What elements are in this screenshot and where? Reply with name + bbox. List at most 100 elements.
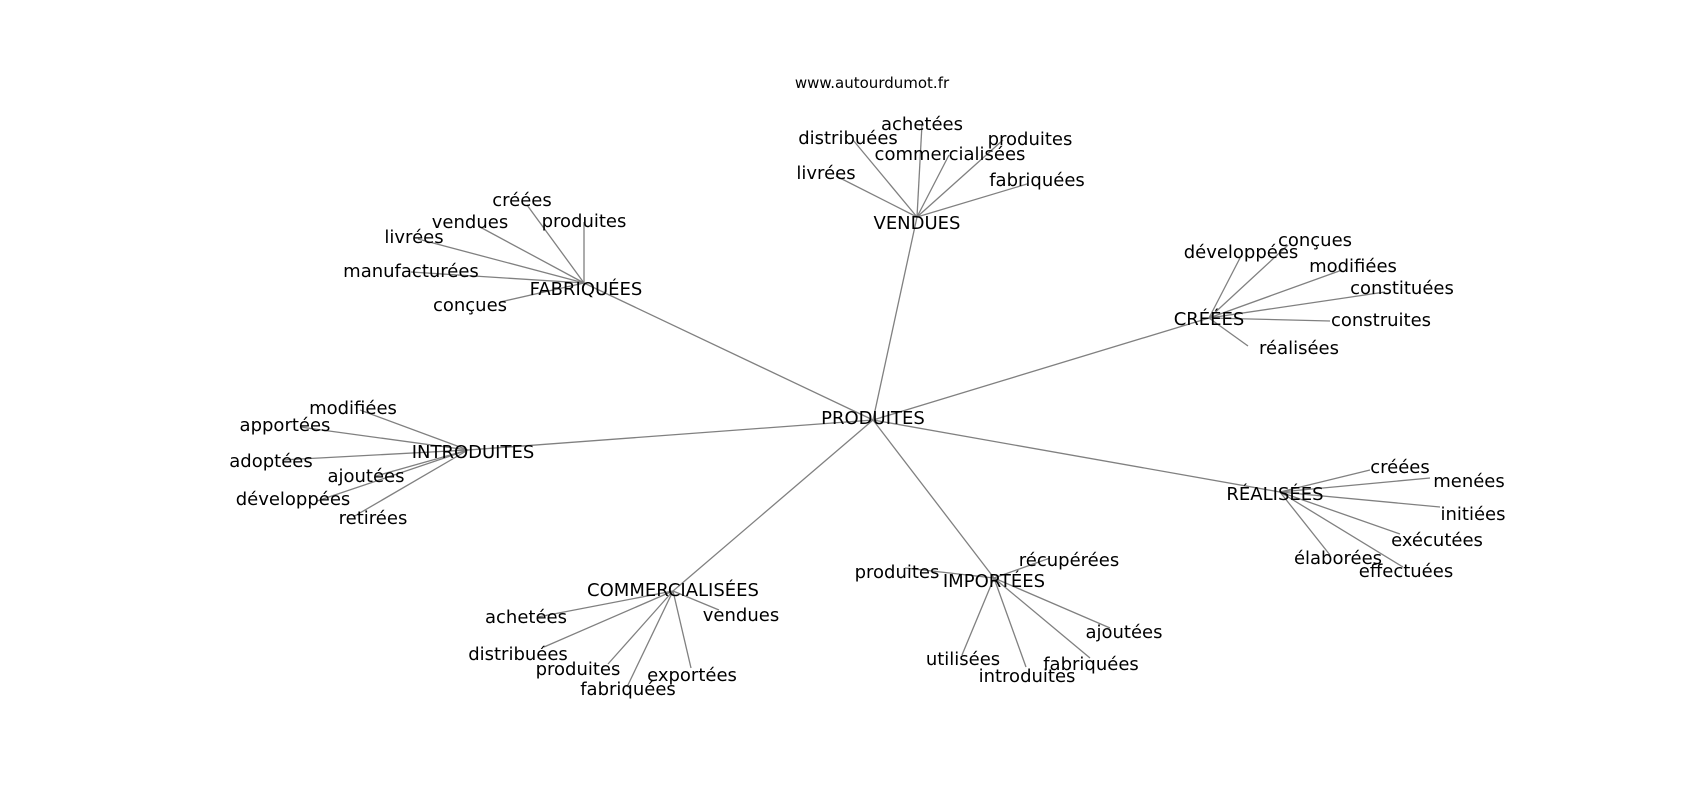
edge-introduites-leaf [375,449,469,477]
edge-creees-leaf [1208,317,1331,322]
leaf-word[interactable]: achetées [485,607,567,628]
leaf-word[interactable]: effectuées [1359,561,1453,582]
edge-center-creees [872,317,1210,421]
edge-realisees-leaf [1279,469,1371,493]
edge-importees-leaf [993,577,1091,659]
edge-realisees-leaf [1279,477,1431,493]
leaf-word[interactable]: ajoutées [1085,622,1162,643]
edge-center-vendues [872,216,918,421]
leaf-word[interactable]: distribuées [798,128,898,149]
edges-layer [281,123,1441,688]
edge-center-fabriquees [583,282,874,421]
leaf-word[interactable]: élaborées [1294,548,1382,569]
leaf-word[interactable]: utilisées [926,649,1000,670]
leaf-word[interactable]: produites [542,211,627,232]
leaf-word[interactable]: fabriquées [989,170,1085,191]
edge-realisees-leaf [1279,491,1331,556]
leaf-word[interactable]: créées [1370,457,1430,478]
leaf-word[interactable]: fabriquées [580,679,676,700]
leaf-word[interactable]: introduites [979,666,1076,687]
leaf-word[interactable]: adoptées [229,451,312,472]
leaf-word[interactable]: distribuées [468,644,568,665]
leaf-word[interactable]: produites [536,659,621,680]
edge-center-realisees [872,419,1281,493]
edge-center-commercialisees [672,419,874,592]
leaf-word[interactable]: livrées [384,227,443,248]
hub-word-realisees[interactable]: RÉALISÉES [1226,483,1323,505]
leaf-word[interactable]: produites [988,129,1073,150]
edge-commercialisees-leaf [537,590,674,618]
hub-word-creees[interactable]: CRÉÉES [1174,308,1245,330]
edge-introduites-leaf [359,409,469,451]
hub-word-importees[interactable]: IMPORTÉES [943,570,1045,592]
edge-fabriquees-leaf [526,204,585,284]
edge-center-importees [872,419,995,579]
leaf-word[interactable]: produites [855,562,940,583]
edge-commercialisees-leaf [626,590,674,688]
edge-importees-leaf [904,567,995,579]
leaf-word[interactable]: modifiées [1309,256,1397,277]
leaf-word[interactable]: créées [492,190,552,211]
leaf-word[interactable]: ajoutées [327,466,404,487]
edge-fabriquees-leaf [417,238,585,284]
leaf-word[interactable]: commercialisées [875,144,1026,165]
hub-word-commercialisees[interactable]: COMMERCIALISÉES [587,579,759,601]
leaf-word[interactable]: fabriquées [1043,654,1139,675]
leaf-word[interactable]: manufacturées [343,261,479,282]
leaf-word[interactable]: développées [236,489,351,510]
edge-vendues-leaf [916,123,923,218]
hub-word-vendues[interactable]: VENDUES [874,213,961,234]
leaf-word[interactable]: exécutées [1391,530,1483,551]
edge-commercialisees-leaf [672,590,720,611]
leaf-word[interactable]: retirées [339,508,408,529]
leaf-word[interactable]: vendues [432,212,508,233]
edge-vendues-leaf [916,154,950,218]
edge-vendues-leaf [916,139,1004,218]
leaf-word[interactable]: construites [1331,310,1431,331]
hub-word-introduites[interactable]: INTRODUITES [412,442,535,463]
edge-realisees-leaf [1279,491,1401,535]
hub-word-fabriquees[interactable]: FABRIQUÉES [530,278,643,300]
leaf-word[interactable]: vendues [703,605,779,626]
leaf-word[interactable]: initiées [1441,504,1506,525]
leaf-word[interactable]: conçues [1278,230,1352,251]
leaf-word[interactable]: livrées [796,163,855,184]
edge-introduites-leaf [316,449,469,502]
edge-importees-leaf [961,577,995,656]
edge-fabriquees-leaf [410,271,585,284]
edge-introduites-leaf [352,449,469,518]
edge-vendues-leaf [916,183,1028,218]
edge-introduites-leaf [299,426,469,451]
leaf-word[interactable]: conçues [433,295,507,316]
leaf-word[interactable]: développées [1184,242,1299,263]
center-word[interactable]: PRODUITES [821,408,925,429]
edge-realisees-leaf [1279,491,1404,568]
leaf-word[interactable]: modifiées [309,398,397,419]
edge-vendues-leaf [852,139,918,218]
edge-creees-leaf [1208,291,1386,319]
edge-commercialisees-leaf [543,590,674,648]
edge-fabriquees-leaf [499,282,585,303]
leaf-word[interactable]: menées [1433,471,1505,492]
labels-layer: www.autourdumot.fr PRODUITES VENDUES ache… [229,74,1505,700]
leaf-word[interactable]: constituées [1350,278,1454,299]
site-url[interactable]: www.autourdumot.fr [795,74,950,92]
edge-creees-leaf [1208,317,1249,347]
edge-creees-leaf [1208,257,1241,319]
edge-commercialisees-leaf [607,590,674,665]
leaf-word[interactable]: apportées [240,415,331,436]
leaf-word[interactable]: réalisées [1259,338,1339,359]
edge-creees-leaf [1208,269,1343,319]
edge-importees-leaf [993,557,1051,579]
edge-introduites-leaf [281,449,469,461]
edge-fabriquees-leaf [479,226,585,284]
edge-realisees-leaf [1279,491,1441,508]
edge-vendues-leaf [835,175,918,218]
leaf-word[interactable]: exportées [647,665,737,686]
edge-importees-leaf [993,577,1027,668]
edge-center-introduites [467,419,874,451]
leaf-word[interactable]: achetées [881,114,963,135]
leaf-word[interactable]: récupérées [1019,550,1119,571]
